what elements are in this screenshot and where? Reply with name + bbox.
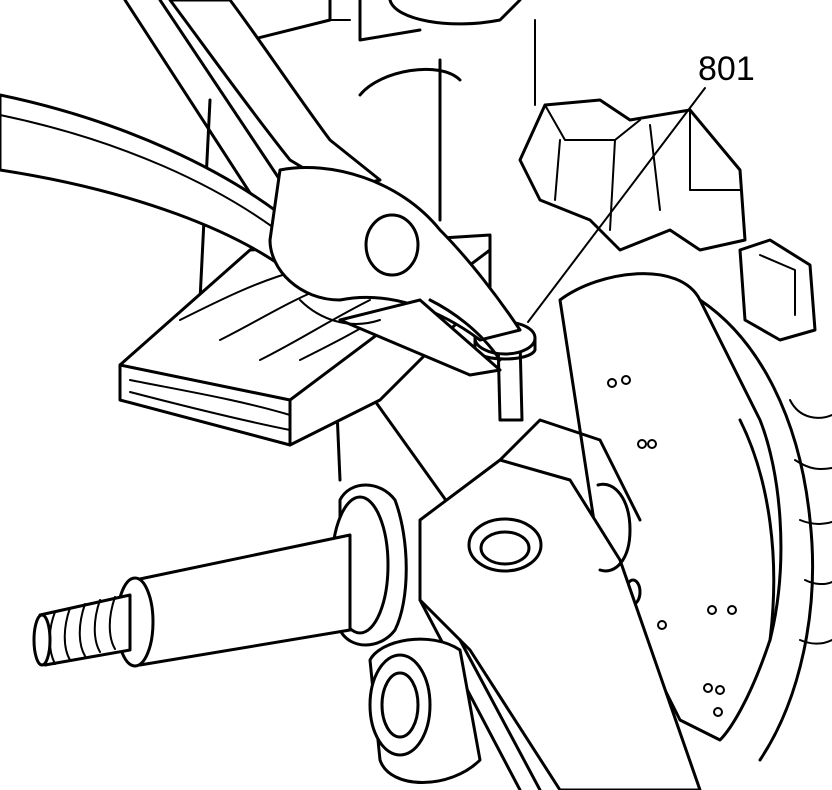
sensor-plate xyxy=(558,272,832,762)
threaded-stud xyxy=(32,483,408,668)
lower-boss xyxy=(368,637,482,784)
callout-801: 801 xyxy=(527,50,755,323)
manual-shaft-lever xyxy=(418,418,702,790)
diagonal-cutters xyxy=(0,0,522,377)
callout-leader-line xyxy=(527,87,706,323)
electrical-connector xyxy=(518,98,817,342)
callout-label-801: 801 xyxy=(698,50,755,88)
